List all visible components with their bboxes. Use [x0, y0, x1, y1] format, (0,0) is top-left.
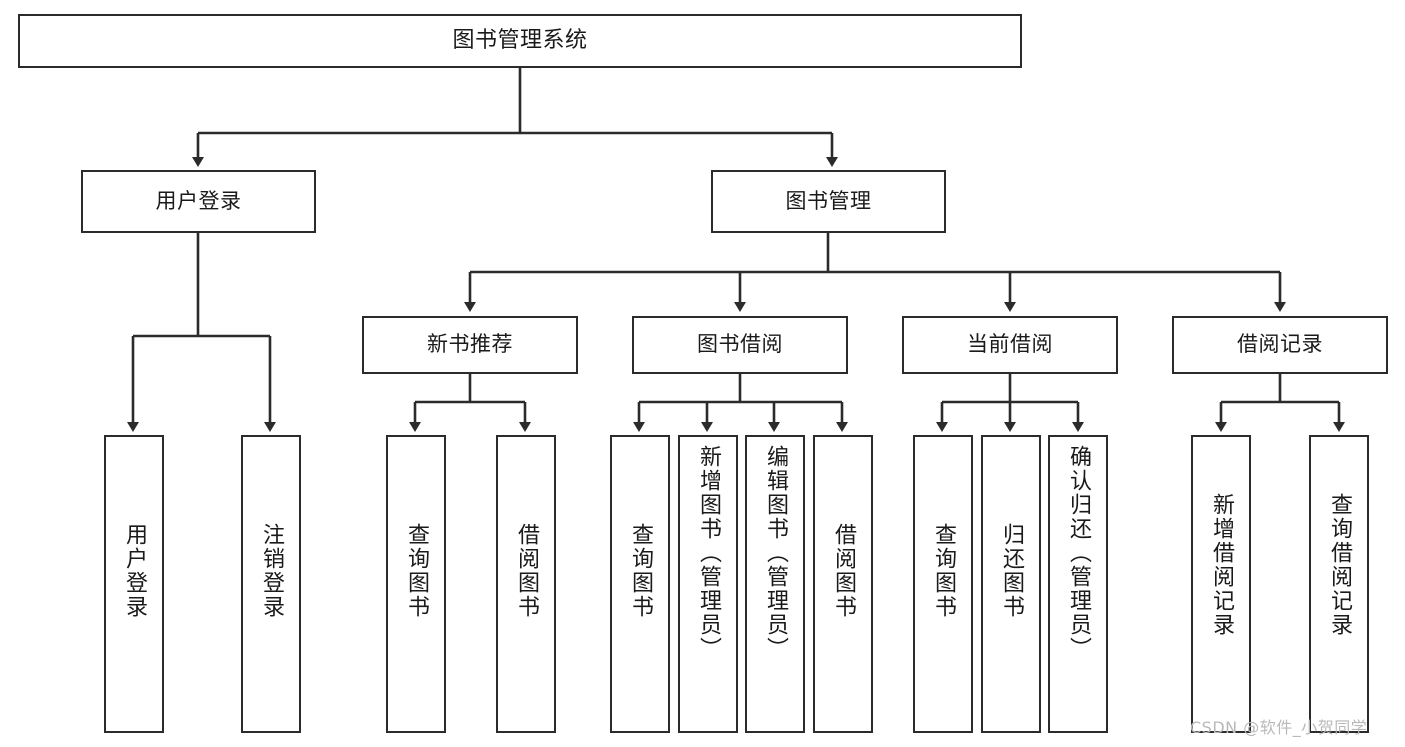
leaf-record-query-record[interactable]: 查询借阅记录: [1309, 435, 1369, 733]
leaf-borrow-query-book[interactable]: 查询图书: [610, 435, 670, 733]
node-label: 当前借阅: [967, 332, 1053, 357]
node-label: 借阅记录: [1237, 332, 1323, 357]
node-label: 用户登录: [122, 523, 147, 619]
node-label: 借阅图书: [514, 523, 539, 619]
node-label: 新书推荐: [427, 332, 513, 357]
node-label: 新增借阅记录: [1209, 493, 1234, 637]
leaf-borrow-borrow-book[interactable]: 借阅图书: [813, 435, 873, 733]
leaf-borrow-add-book-admin[interactable]: 新增图书（管理员）: [678, 435, 738, 733]
leaf-user-login-signin[interactable]: 用户登录: [104, 435, 164, 733]
node-borrow-record[interactable]: 借阅记录: [1172, 316, 1388, 374]
node-root-system[interactable]: 图书管理系统: [18, 14, 1022, 68]
leaf-newbook-query-book[interactable]: 查询图书: [386, 435, 446, 733]
node-new-book-recommend[interactable]: 新书推荐: [362, 316, 578, 374]
leaf-borrow-edit-book-admin[interactable]: 编辑图书（管理员）: [745, 435, 805, 733]
leaf-current-return-book[interactable]: 归还图书: [981, 435, 1041, 733]
node-label: 归还图书: [999, 523, 1024, 619]
node-current-borrow[interactable]: 当前借阅: [902, 316, 1118, 374]
node-label: 图书管理: [785, 188, 872, 213]
node-label: 借阅图书: [831, 523, 856, 619]
node-label: 编辑图书（管理员）: [763, 445, 788, 661]
leaf-newbook-borrow-book[interactable]: 借阅图书: [496, 435, 556, 733]
node-label: 图书管理系统: [452, 27, 588, 53]
watermark-text: CSDN @软件_小贺同学: [1190, 718, 1368, 737]
leaf-record-add-record[interactable]: 新增借阅记录: [1191, 435, 1251, 733]
node-user-login[interactable]: 用户登录: [81, 170, 316, 233]
node-label: 查询图书: [404, 523, 429, 619]
leaf-current-query-book[interactable]: 查询图书: [913, 435, 973, 733]
node-label: 新增图书（管理员）: [696, 445, 721, 661]
leaf-current-confirm-return-admin[interactable]: 确认归还（管理员）: [1048, 435, 1108, 733]
node-book-management[interactable]: 图书管理: [711, 170, 946, 233]
node-label: 用户登录: [155, 188, 242, 213]
node-label: 查询借阅记录: [1327, 493, 1352, 637]
node-label: 注销登录: [259, 523, 284, 619]
node-label: 图书借阅: [697, 332, 783, 357]
node-label: 查询图书: [628, 523, 653, 619]
leaf-user-login-signout[interactable]: 注销登录: [241, 435, 301, 733]
node-book-borrow[interactable]: 图书借阅: [632, 316, 848, 374]
node-label: 确认归还（管理员）: [1066, 445, 1091, 661]
node-label: 查询图书: [931, 523, 956, 619]
